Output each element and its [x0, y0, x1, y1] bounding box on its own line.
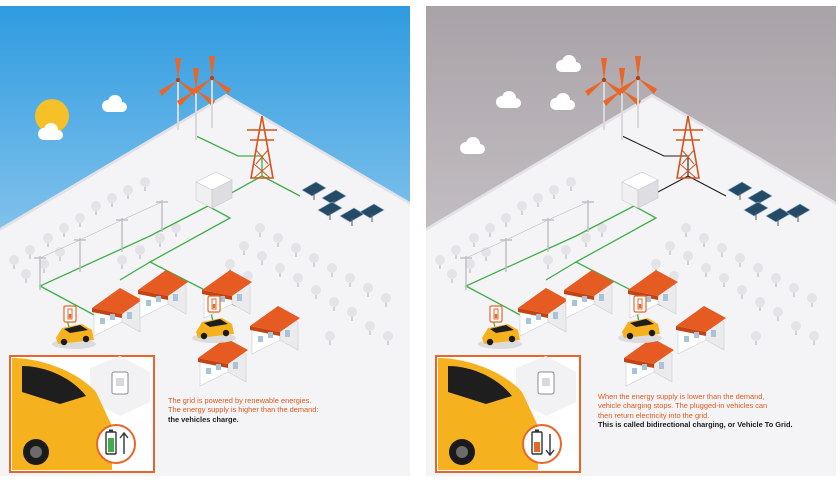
caption-emphasis: the vehicles charge. [168, 414, 239, 424]
charging-station-icon [489, 305, 503, 323]
arrow-up-icon [119, 431, 129, 454]
charging-closeup [435, 355, 581, 473]
utility-poles [460, 200, 594, 290]
right-scene [426, 6, 836, 476]
battery-icon [531, 429, 543, 455]
renewable-charging-panel: The grid is powered by renewable energie… [0, 6, 410, 476]
charging-closeup [9, 355, 155, 473]
charging-station-icon [207, 295, 221, 313]
battery-icon [105, 429, 117, 455]
caption-line: The grid is powered by renewable energie… [168, 396, 312, 405]
charging-station-icon [63, 305, 77, 323]
left-scene [0, 6, 410, 476]
caption-line: vehicle charging stops. The plugged-in v… [598, 401, 768, 411]
caption-line: then return electricity into the grid. [598, 410, 710, 420]
right-caption: When the energy supply is lower than the… [598, 392, 834, 430]
arrow-down-icon [545, 434, 555, 457]
charging-station-icon [633, 295, 647, 313]
substation-icon [621, 171, 659, 209]
left-caption: The grid is powered by renewable energie… [168, 396, 400, 424]
utility-poles [34, 200, 168, 290]
caption-line: When the energy supply is lower than the… [598, 392, 765, 401]
caption-line: The energy supply is higher than the dem… [168, 405, 319, 415]
sun-icon [35, 99, 69, 133]
caption-emphasis: This is called bidirectional charging, o… [598, 420, 793, 430]
vehicle-to-grid-panel: When the energy supply is lower than the… [426, 6, 836, 476]
substation-icon [195, 171, 233, 209]
